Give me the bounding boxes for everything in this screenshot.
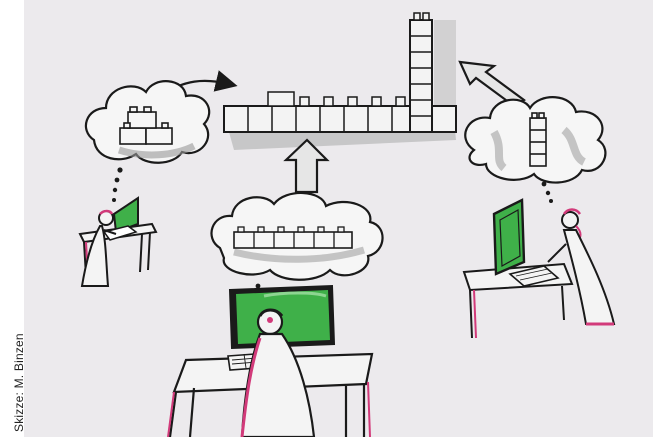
central-brick-structure <box>224 13 456 150</box>
center-thought-cloud <box>211 193 382 297</box>
collaborative-sketch <box>24 0 653 437</box>
center-person-monitor <box>168 286 372 437</box>
right-thought-cloud <box>465 97 605 203</box>
left-thought-cloud <box>86 81 209 202</box>
left-person-laptop <box>80 198 156 286</box>
right-person-monitor <box>464 200 614 338</box>
sketch-paper <box>24 0 653 437</box>
credit-strip: Skizze: M. Binzen <box>0 0 24 437</box>
